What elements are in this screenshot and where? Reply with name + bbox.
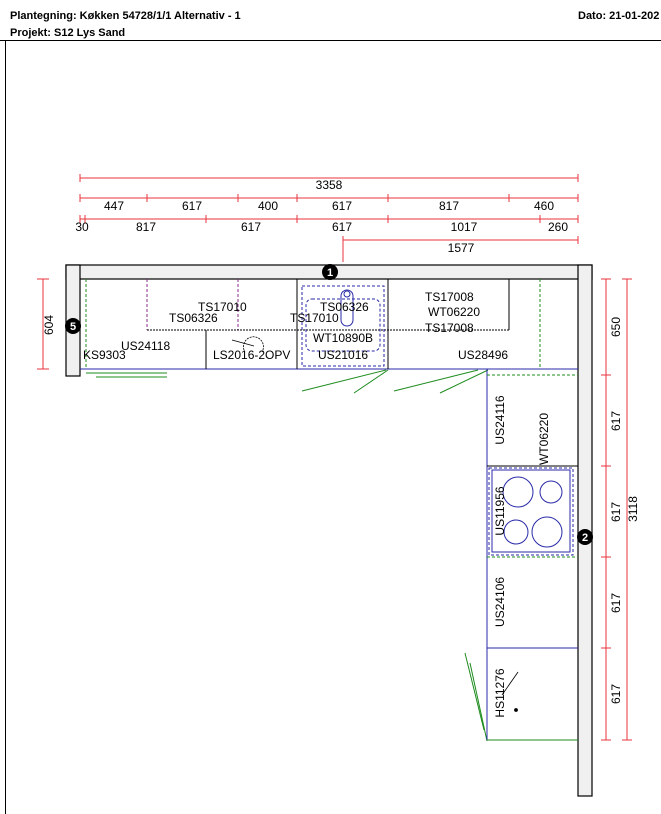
dim-right-total: 3118 bbox=[626, 496, 640, 522]
dim-top-row2-6: 260 bbox=[548, 220, 568, 234]
label-us24106: US24106 bbox=[493, 577, 507, 627]
dim-top-total: 3358 bbox=[316, 178, 343, 192]
right-dimension-lines bbox=[601, 278, 632, 741]
label-ts06326-a: TS06326 bbox=[169, 311, 218, 325]
label-us21016: US21016 bbox=[318, 348, 368, 362]
cooktop bbox=[488, 467, 574, 556]
cooktop-burner-4 bbox=[531, 516, 563, 548]
base-cabinets-right-run bbox=[486, 369, 578, 741]
label-ts17010-b: TS17010 bbox=[290, 311, 339, 325]
plan-date: Dato: 21-01-202 bbox=[578, 10, 660, 22]
wall-marker-2: 2 bbox=[577, 529, 593, 545]
label-wt06220-a: WT06220 bbox=[428, 305, 480, 319]
label-ts17008-b: TS17008 bbox=[425, 321, 474, 335]
dim-top-row1-4: 617 bbox=[332, 199, 352, 213]
dim-top-row2-1: 30 bbox=[75, 220, 89, 234]
label-hs11276: HS11276 bbox=[493, 668, 507, 717]
wall-marker-1: 1 bbox=[322, 264, 338, 280]
dim-right-4: 617 bbox=[609, 593, 623, 613]
cooktop-burner-2 bbox=[539, 480, 563, 504]
project-name: Projekt: S12 Lys Sand bbox=[10, 27, 126, 39]
plan-title: Plantegning: Køkken 54728/1/1 Alternativ… bbox=[10, 10, 241, 22]
tall-cabinet-symbol bbox=[501, 671, 519, 712]
cooktop-burner-1 bbox=[502, 476, 534, 508]
label-wt06220-b: WT06220 bbox=[537, 413, 551, 465]
dim-top-row1-1: 447 bbox=[104, 199, 124, 213]
label-wt10890b: WT10890B bbox=[313, 331, 373, 345]
cooktop-burner-3 bbox=[503, 519, 529, 545]
top-dimension-labels: 3358 447 617 400 617 817 460 30 817 617 … bbox=[75, 178, 568, 255]
label-ts17010-a: TS17010 bbox=[198, 300, 247, 314]
dim-top-row2-2: 817 bbox=[136, 220, 156, 234]
label-us11956: US11956 bbox=[493, 486, 507, 535]
dim-top-row1-2: 617 bbox=[182, 199, 202, 213]
dim-right-3: 617 bbox=[609, 502, 623, 522]
svg-text:2: 2 bbox=[582, 532, 588, 544]
left-dimension bbox=[37, 278, 49, 370]
dim-top-row1-3: 400 bbox=[258, 199, 278, 213]
dim-top-row1-5: 817 bbox=[439, 199, 459, 213]
label-us28496: US28496 bbox=[458, 348, 508, 362]
dim-right-5: 617 bbox=[609, 684, 623, 704]
dim-left-depth: 604 bbox=[42, 315, 56, 335]
dim-right-2: 617 bbox=[609, 411, 623, 431]
dim-top-row2-3: 617 bbox=[241, 220, 261, 234]
label-us24118: US24118 bbox=[121, 339, 170, 353]
dim-top-row2-4: 617 bbox=[332, 220, 352, 234]
svg-text:1: 1 bbox=[327, 267, 333, 279]
dim-top-row1-6: 460 bbox=[534, 199, 554, 213]
door-swings bbox=[301, 369, 489, 742]
header-divider bbox=[0, 40, 661, 41]
svg-text:5: 5 bbox=[70, 321, 76, 333]
dim-top-row3: 1577 bbox=[448, 241, 475, 255]
label-ks9303: KS9303 bbox=[83, 348, 126, 362]
unit-labels-right-run: US24116 WT06220 US11956 US24106 HS11276 bbox=[493, 395, 551, 717]
dim-right-1: 650 bbox=[609, 317, 623, 337]
dim-top-row2-5: 1017 bbox=[451, 220, 478, 234]
base-cabinets-top-run bbox=[80, 279, 578, 378]
label-ts06326-b: TS06326 bbox=[320, 300, 369, 314]
sink bbox=[301, 285, 385, 367]
dishwasher-symbol bbox=[231, 336, 264, 353]
wall-marker-5: 5 bbox=[65, 318, 81, 334]
label-ls2016-2opv: LS2016-2OPV bbox=[213, 348, 290, 362]
top-dimension-lines bbox=[79, 174, 579, 262]
right-dimension-labels: 650 617 617 617 617 3118 bbox=[609, 317, 640, 704]
label-us24116: US24116 bbox=[493, 395, 507, 444]
unit-labels-top-run: TS17010 TS06326 TS06326 TS17010 TS17008 … bbox=[83, 290, 508, 362]
frame-left-border bbox=[5, 41, 6, 814]
label-ts17008-a: TS17008 bbox=[425, 290, 474, 304]
